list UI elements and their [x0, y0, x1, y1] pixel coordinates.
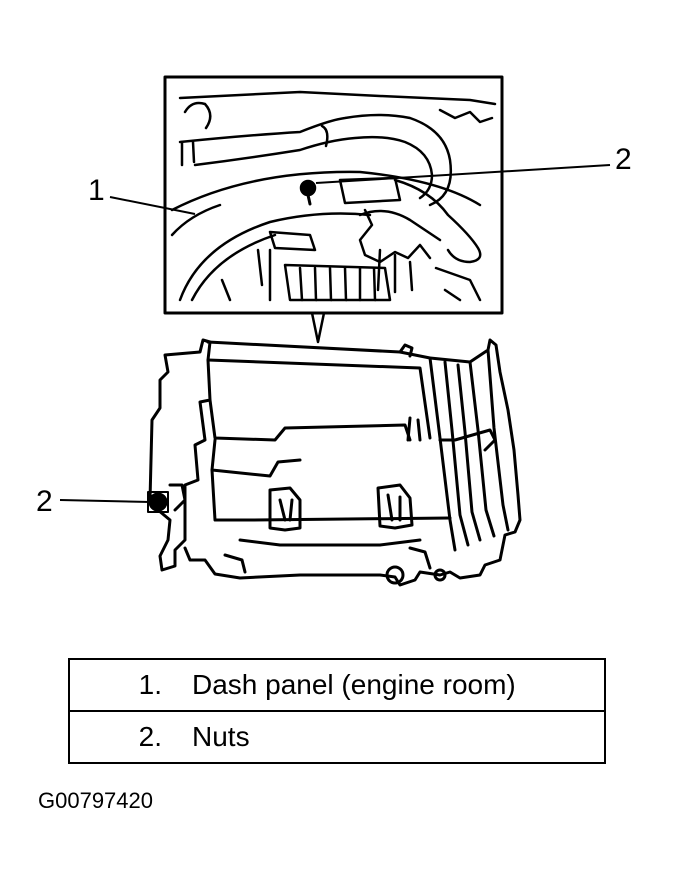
nut-icon-top [299, 179, 317, 197]
diagram-drawing [59, 75, 611, 587]
bottom-nut-icon [385, 565, 405, 585]
callout-label-2-left: 2 [36, 485, 53, 518]
legend-description: Dash panel (engine room) [192, 669, 516, 700]
detail-pointer [310, 311, 326, 344]
detail-grille [283, 263, 392, 302]
legend-number: 2. [138, 721, 162, 752]
figure-id: G00797420 [38, 788, 153, 813]
callout-label-2-top: 2 [615, 143, 632, 176]
legend-description: Nuts [192, 721, 250, 752]
leader-1-top [109, 196, 196, 215]
callout-label-1: 1 [88, 174, 105, 207]
heater-unit [147, 338, 522, 587]
lower-bracket-right [376, 483, 414, 530]
nut-icon-left [148, 492, 168, 512]
engine-room-detail [163, 75, 504, 344]
legend-row: 2. Nuts [70, 710, 604, 762]
leader-2-top [315, 164, 611, 184]
leader-lines [59, 164, 611, 503]
lower-bracket-left [268, 486, 302, 532]
legend-row: 1. Dash panel (engine room) [70, 660, 604, 710]
body-outline [183, 338, 522, 587]
leader-2-left [59, 499, 151, 503]
dash-panel-curve [170, 170, 482, 212]
detail-frame [163, 75, 504, 315]
left-flange [148, 338, 212, 572]
hose-outer [178, 113, 453, 207]
legend-table: 1. Dash panel (engine room) 2. Nuts [68, 658, 606, 764]
upper-line [178, 90, 497, 106]
legend-number: 1. [138, 669, 162, 700]
